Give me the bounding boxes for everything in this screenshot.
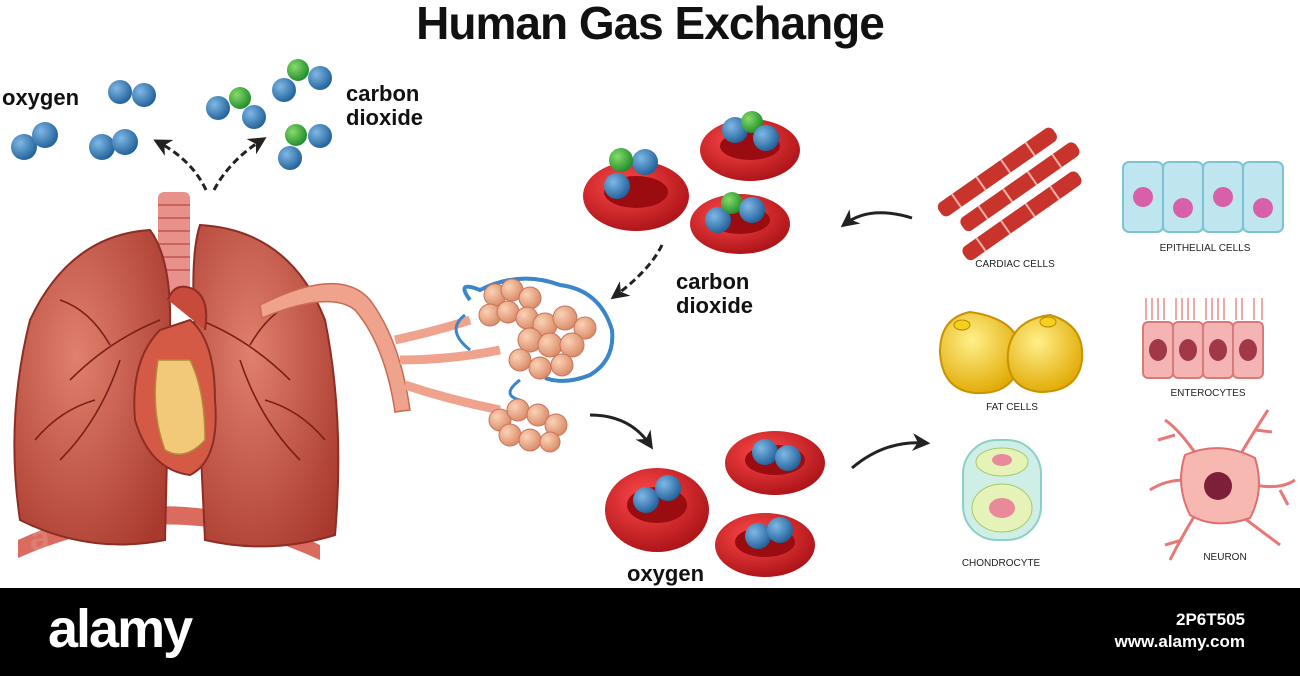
enterocytes-caption: ENTEROCYTES: [1170, 388, 1246, 399]
alamy-watermark-faint: a: [30, 517, 51, 558]
carbon-dioxide-label-top-line1: carbon: [346, 81, 420, 106]
exhale-arrows: [153, 137, 267, 191]
watermark-footer-bar: [0, 588, 1300, 676]
carbon-dioxide-molecules-top: [206, 59, 332, 170]
oxygen-molecules-top: [11, 80, 156, 160]
cardiac-cells-image: [937, 127, 1082, 261]
epithelial-cells-caption: EPITHELIAL CELLS: [1159, 243, 1251, 254]
carbon-dioxide-label-mid-line1: carbon: [676, 269, 750, 294]
carbon-dioxide-label-top-line2: dioxide: [346, 105, 424, 130]
alveoli-cluster: [454, 276, 615, 453]
chondrocyte-caption: CHONDROCYTE: [961, 558, 1041, 569]
cardiac-cells-caption: CARDIAC CELLS: [975, 259, 1055, 270]
oxygen-label-bottom: oxygen: [627, 561, 705, 586]
rbc-oxygen: [605, 431, 825, 577]
fat-cells-image: [938, 310, 1084, 395]
flow-arrows: [589, 209, 931, 470]
carbon-dioxide-label-mid: carbon dioxide: [676, 270, 753, 318]
carbon-dioxide-label-top: carbon dioxide: [346, 82, 423, 130]
epithelial-cells-image: [1122, 161, 1284, 233]
page-title: Human Gas Exchange: [416, 0, 885, 49]
neuron-caption: NEURON: [1203, 552, 1247, 563]
diagram-artwork: a: [11, 59, 1296, 577]
bronchiole-tube: [259, 283, 501, 415]
rbc-carbon-dioxide: [583, 111, 800, 254]
alamy-logo: alamy: [48, 599, 193, 659]
neuron-image: [1149, 409, 1296, 561]
svg-text:a: a: [30, 517, 51, 558]
fat-cells-caption: FAT CELLS: [986, 402, 1038, 413]
chondrocyte-image: [962, 439, 1042, 541]
carbon-dioxide-label-mid-line2: dioxide: [676, 293, 754, 318]
image-id: 2P6T505: [1176, 610, 1245, 629]
lungs-illustration: [13, 192, 340, 560]
site-url: www.alamy.com: [1114, 632, 1245, 651]
enterocytes-image: [1142, 298, 1264, 379]
oxygen-label-top: oxygen: [2, 85, 80, 110]
